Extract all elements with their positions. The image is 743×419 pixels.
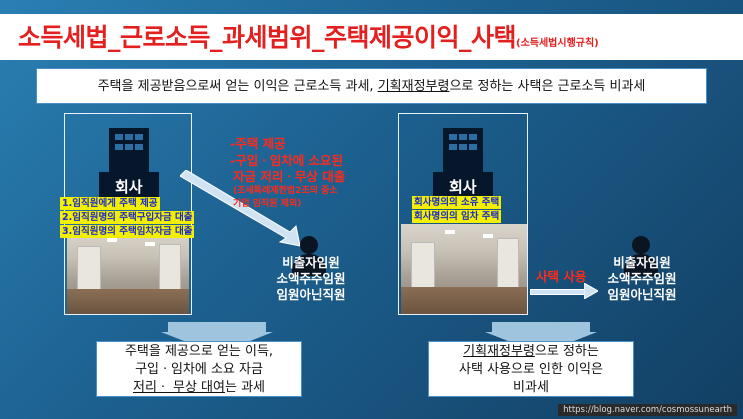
- left-tag-3: 3.임직원명의 주택임차자금 대출: [60, 225, 195, 238]
- right-result-line-3: 비과세: [513, 380, 549, 395]
- right-result-line-2: 사택 사용으로 인한 이익은: [459, 362, 603, 377]
- summary-box: 주택을 제공받음으로써 얻는 이익은 근로소득 과세, 기획재정부령으로 정하는…: [36, 68, 707, 104]
- left-result-line-3-underline: 저리ㆍ 무상 대여: [132, 380, 225, 395]
- note-line-3: 자금 저리ㆍ무상 대출: [233, 169, 346, 184]
- summary-before: 주택을 제공받음으로써 얻는 이익은 근로소득 과세,: [97, 79, 378, 94]
- title-bar: [0, 14, 743, 60]
- left-panel: 회사: [64, 113, 192, 315]
- left-person-line-1: 비출자임원: [282, 255, 340, 270]
- left-result-line-3-rest: 는 과세: [224, 380, 265, 395]
- building-icon: [443, 128, 483, 172]
- left-result-line-1: 주택을 제공으로 얻는 이득,: [124, 344, 274, 359]
- right-result-line-1-underline: 기획재정부령: [463, 344, 535, 359]
- building-icon: [109, 128, 149, 172]
- summary-underline: 기획재정부령: [377, 79, 450, 94]
- title-sub: (소득세법시행규칙): [516, 38, 599, 49]
- left-result-box: 주택을 제공으로 얻는 이득, 구입ㆍ임차에 소요 자금 저리ㆍ 무상 대여는 …: [96, 341, 302, 397]
- summary-after: 으로 정하는 사택은 근로소득 비과세: [449, 79, 646, 94]
- left-tag-2: 2.임직원명의 주택구입자금 대출: [60, 211, 195, 224]
- note-line-1: -주택 제공: [230, 136, 286, 151]
- left-down-arrow-stem: [168, 322, 266, 332]
- right-tag-1: 회사명의의 소유 주택: [412, 196, 502, 209]
- person-body-icon: [624, 254, 658, 276]
- left-person-line-3: 임원아닌직원: [276, 287, 346, 302]
- left-person-line-2: 소액주주임원: [276, 271, 346, 286]
- right-person-line-3: 임원아닌직원: [607, 287, 677, 302]
- building-base: [99, 172, 159, 200]
- right-down-arrow-stem: [492, 322, 590, 332]
- note-line-4: (조세특례제한법2조의 중소: [233, 186, 338, 196]
- right-person-line-2: 소액주주임원: [607, 271, 677, 286]
- company-label: 회사: [115, 178, 143, 196]
- diagonal-arrow-icon: [180, 170, 301, 247]
- right-tag-2: 회사명의의 임차 주택: [412, 210, 502, 223]
- footer-url: https://blog.naver.com/cosmossunearth: [558, 404, 737, 416]
- note-line-5: 기업 임직원 제외): [233, 199, 302, 209]
- room-photo: [401, 224, 527, 314]
- left-tag-1: 1.임직원에게 주택 제공: [60, 197, 160, 210]
- person-body-icon: [292, 254, 326, 276]
- right-panel: 회사: [398, 113, 528, 315]
- right-arrow-stem: [530, 289, 588, 295]
- right-result-line-1-rest: 으로 정하는: [534, 344, 599, 359]
- person-icon: [300, 236, 318, 254]
- right-person-line-1: 비출자임원: [613, 255, 671, 270]
- left-result-line-2: 구입ㆍ임차에 소요 자금: [135, 362, 263, 377]
- company-label: 회사: [449, 178, 477, 196]
- page-title: 소득세법_근로소득_과세범위_주택제공이익_사택(소득세법시행규칙): [18, 18, 599, 54]
- title-main: 소득세법_근로소득_과세범위_주택제공이익_사택: [18, 23, 517, 52]
- right-arrow-label: 사택 사용: [536, 269, 587, 284]
- person-icon: [632, 236, 650, 254]
- building-base: [433, 172, 493, 200]
- note-line-2: -구입ㆍ임차에 소요된: [230, 153, 344, 168]
- right-result-box: 기획재정부령으로 정하는 사택 사용으로 인한 이익은 비과세: [428, 341, 634, 397]
- room-photo: [67, 232, 189, 314]
- right-arrow-icon: [584, 283, 598, 299]
